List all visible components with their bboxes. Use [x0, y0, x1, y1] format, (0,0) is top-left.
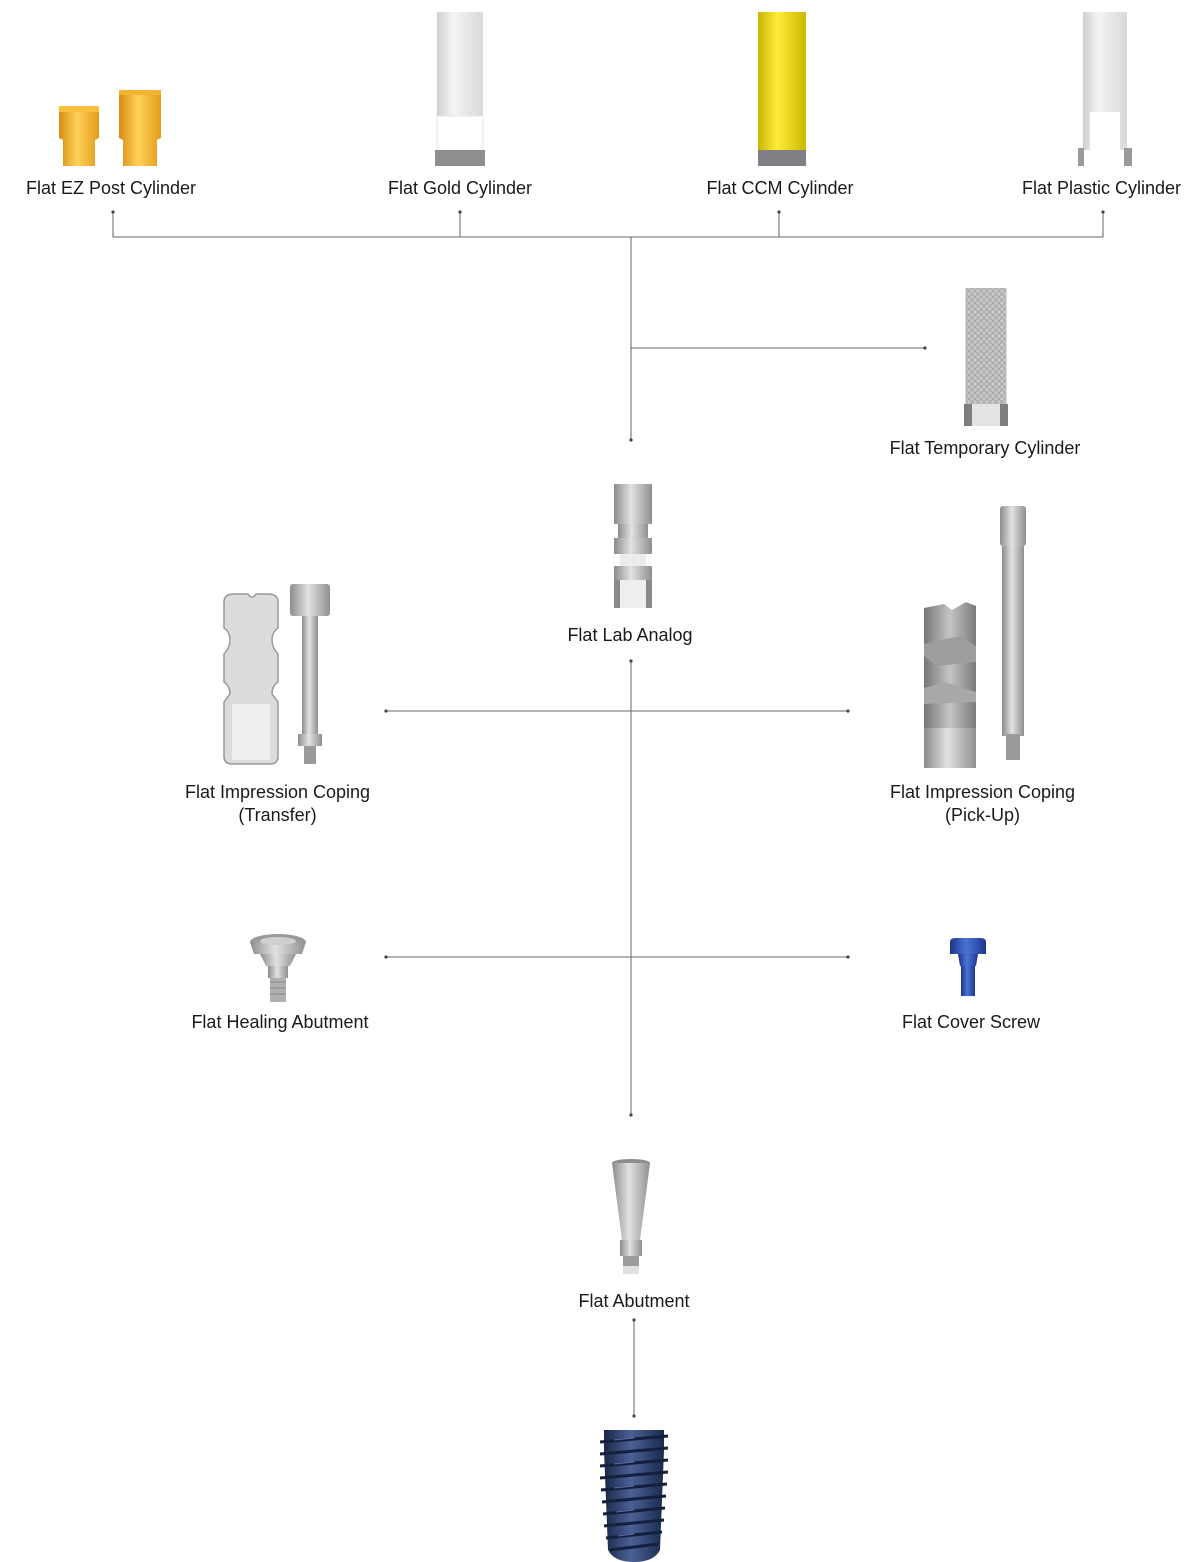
healing-abutment-image [250, 934, 306, 1002]
impression-coping-pickup-label-line2: (Pick-Up) [945, 805, 1020, 825]
lab-analog-label: Flat Lab Analog [567, 625, 693, 645]
ccm-cylinder-image [758, 12, 806, 166]
ccm-cylinder-label: Flat CCM Cylinder [706, 178, 854, 198]
plastic-cylinder-image [1078, 12, 1132, 166]
impression-coping-transfer-label-line2: (Transfer) [238, 805, 317, 825]
lab-analog-image [614, 484, 652, 608]
temporary-cylinder-label: Flat Temporary Cylinder [889, 438, 1081, 458]
implant-image [599, 1430, 669, 1562]
gold-cylinder-image [435, 12, 485, 166]
cover-screw-image [950, 938, 986, 996]
impression-coping-transfer-image [223, 584, 330, 765]
impression-coping-pickup-image [924, 506, 1026, 768]
impression-coping-pickup-label: Flat Impression Coping (Pick-Up) [855, 781, 1110, 827]
gold-cylinder-label: Flat Gold Cylinder [387, 178, 533, 198]
impression-coping-transfer-label-line1: Flat Impression Coping [184, 782, 371, 802]
plastic-cylinder-label: Flat Plastic Cylinder [1021, 178, 1182, 198]
impression-coping-pickup-label-line1: Flat Impression Coping [889, 782, 1076, 802]
impression-coping-transfer-label: Flat Impression Coping (Transfer) [150, 781, 405, 827]
temporary-cylinder-image [964, 288, 1008, 426]
healing-abutment-label: Flat Healing Abutment [191, 1012, 369, 1032]
abutment-image [612, 1159, 650, 1274]
ez-post-cylinder-label: Flat EZ Post Cylinder [25, 178, 197, 198]
abutment-label: Flat Abutment [578, 1291, 690, 1311]
cover-screw-label: Flat Cover Screw [901, 1012, 1041, 1032]
ez-post-cylinder-image [59, 90, 161, 166]
